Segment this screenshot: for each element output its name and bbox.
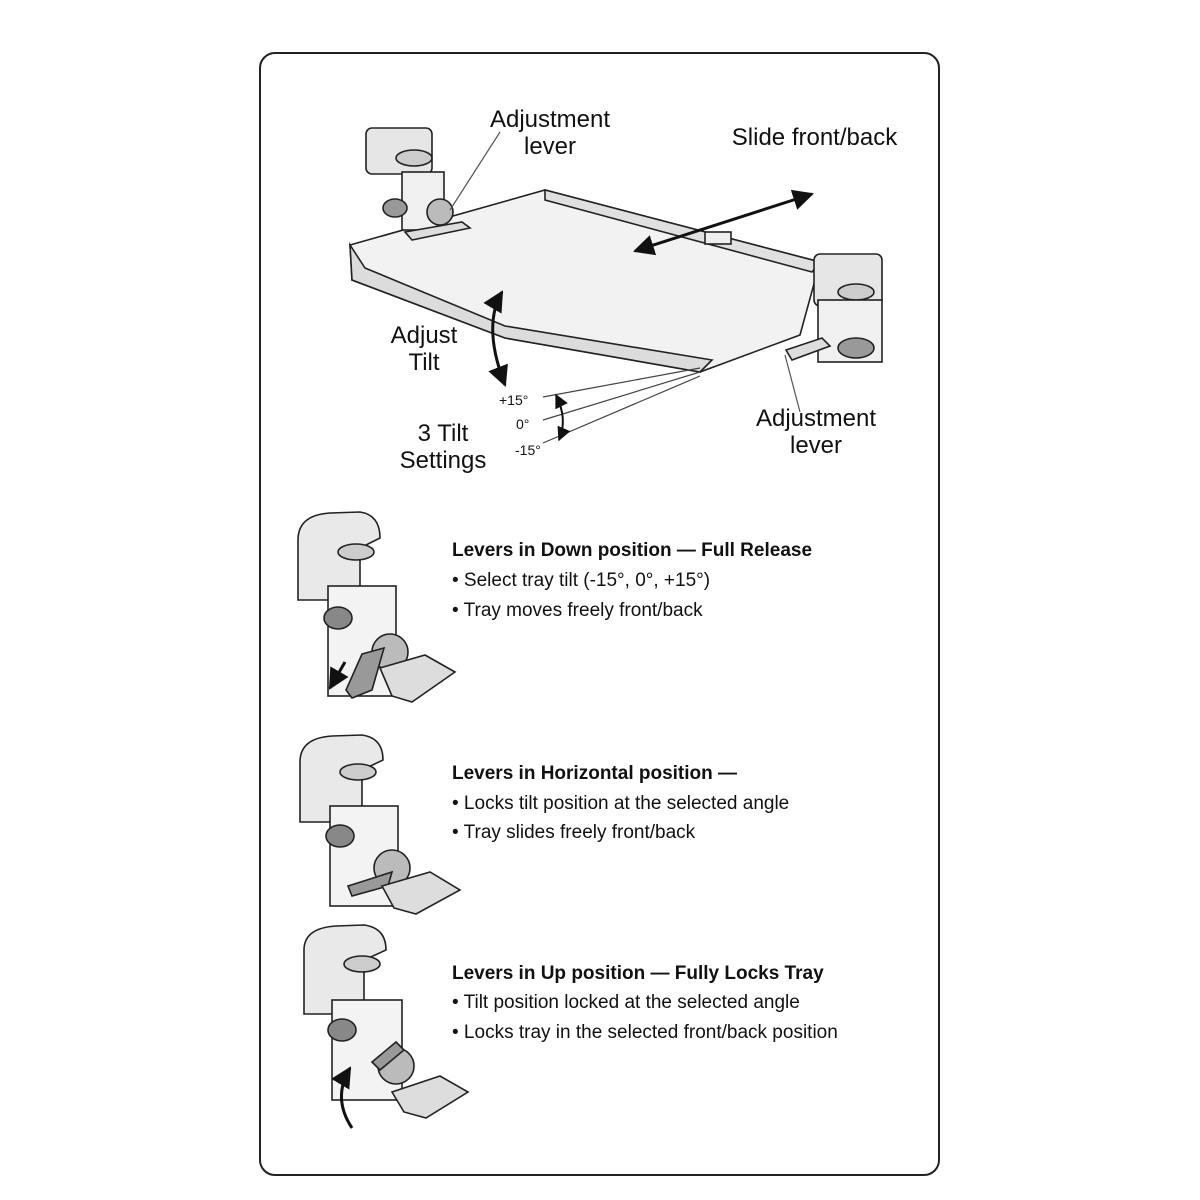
label-line: Adjustment [489,106,611,133]
section-heading-up: Levers in Up position — Fully Locks Tray [452,963,824,984]
diagram-frame [259,52,940,1176]
lever-down-illustration [297,511,457,703]
section-horizontal-bullet: • Locks tilt position at the selected an… [452,793,790,814]
section-heading-down: Levers in Down position — Full Release [452,540,813,561]
slide-arrow [633,189,814,256]
leader-line-right [784,354,801,413]
adjustment-lever-label-top: Adjustment lever [470,106,630,160]
angle-zero-label: 0° [516,416,530,432]
section-up-bullet: • Locks tray in the selected front/back … [452,1022,838,1043]
tilt-angle-lines [542,367,701,444]
slide-label: Slide front/back [731,124,898,151]
section-heading-horizontal: Levers in Horizontal position — [452,763,738,784]
adjustment-lever-label-right: Adjustment lever [740,405,892,459]
adjust-tilt-label: Adjust Tilt [372,322,476,376]
leader-line-top [449,131,501,211]
tilt-settings-label: 3 Tilt Settings [385,420,501,474]
section-down-bullet: • Tray moves freely front/back [452,600,703,621]
section-horizontal-bullet: • Tray slides freely front/back [452,822,696,843]
tilt-arrow [483,290,508,387]
right-clamp [784,253,883,363]
label-line: Tilt [408,349,440,376]
label-line: lever [523,133,577,160]
left-clamp [365,127,472,241]
label-line: Settings [399,447,487,474]
label-line: Adjustment [755,405,877,432]
lever-up-illustration [303,924,470,1129]
section-up-bullet: • Tilt position locked at the selected a… [452,992,800,1013]
label-line: 3 Tilt [417,420,469,447]
section-down-bullet: • Select tray tilt (-15°, 0°, +15°) [452,570,711,591]
angle-plus-label: +15° [499,392,529,408]
label-line: Adjust [390,322,458,349]
angle-minus-label: -15° [515,442,541,458]
lever-horizontal-illustration [299,734,462,915]
label-line: lever [789,432,843,459]
